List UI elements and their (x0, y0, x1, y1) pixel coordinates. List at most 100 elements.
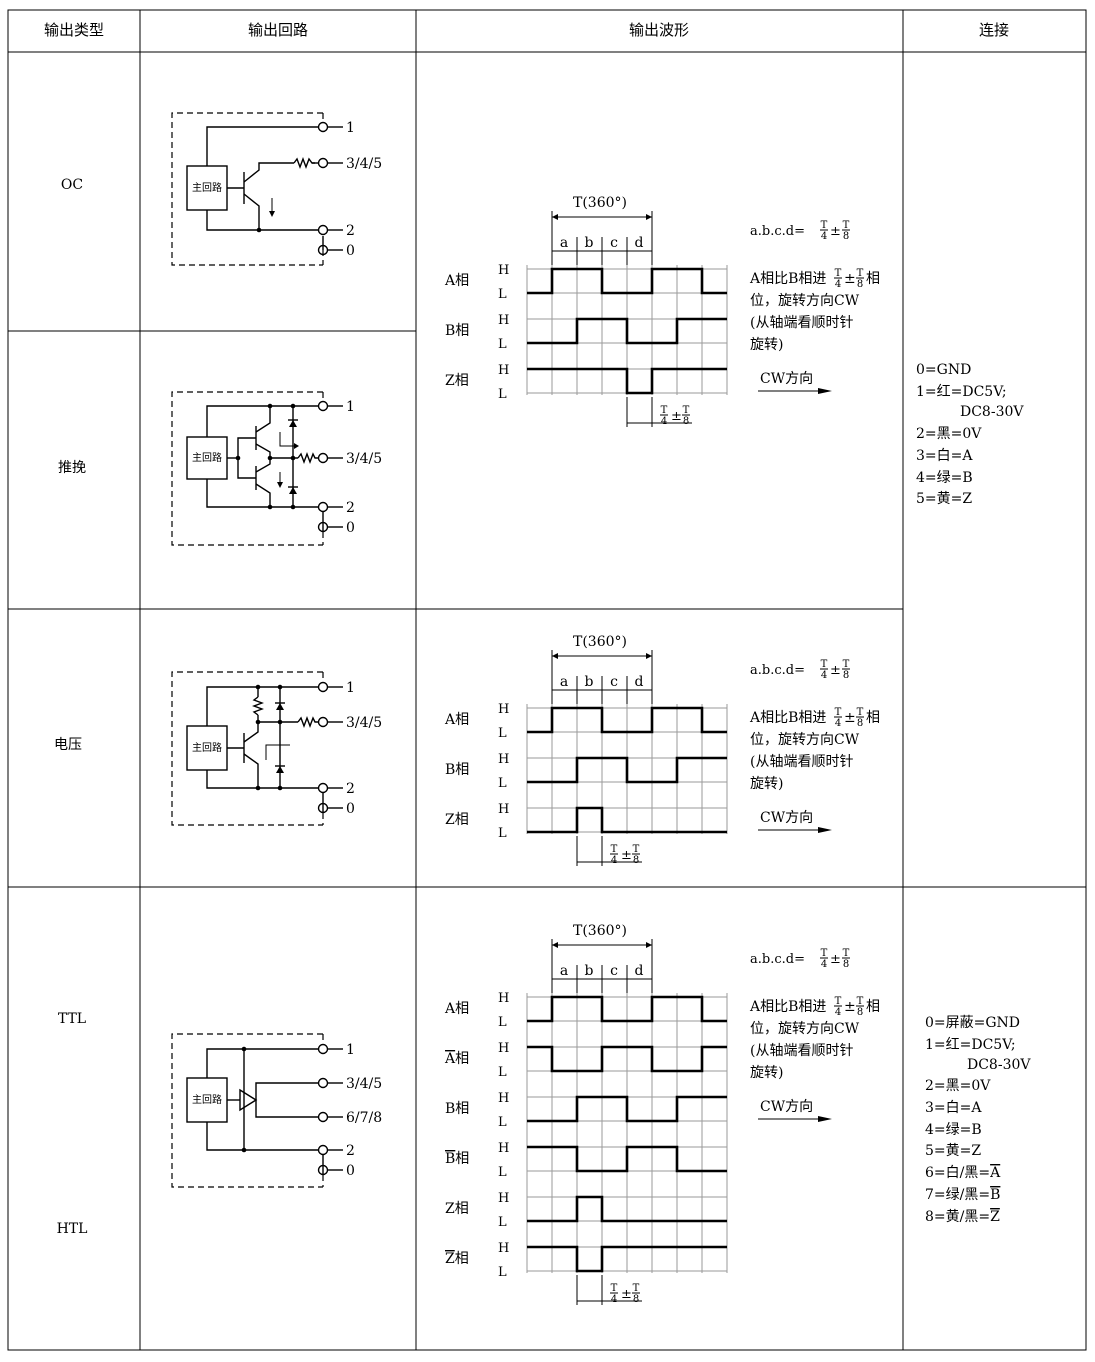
svg-text:T: T (683, 405, 690, 416)
svg-text:2: 2 (346, 500, 355, 516)
period-label: T(360°) (573, 923, 627, 939)
svg-text:T: T (857, 268, 864, 279)
svg-text:3/4/5: 3/4/5 (346, 451, 382, 467)
table-grid (7, 9, 1087, 1351)
period-label: T(360°) (573, 195, 627, 211)
segment-label: c (610, 674, 618, 690)
phase-label: Z相 (445, 1251, 469, 1267)
svg-text:±: ± (830, 663, 841, 678)
level-low: L (498, 337, 507, 352)
conn-line: 5=黄=Z (916, 490, 972, 507)
type-push-pull: 推挽 (58, 460, 86, 476)
fraction-T-8: T8 (856, 707, 864, 729)
phase-label: A相 (444, 273, 469, 289)
svg-text:3/4/5: 3/4/5 (346, 715, 382, 731)
level-high: H (498, 1041, 509, 1056)
svg-text:4: 4 (611, 855, 617, 866)
segment-label: a (560, 963, 568, 979)
svg-text:±: ± (621, 1287, 632, 1302)
conn-bar-letter: A (989, 1165, 1001, 1181)
svg-text:8: 8 (633, 1294, 639, 1305)
type-voltage: 电压 (54, 737, 82, 753)
abcd-formula: a.b.c.d= (750, 663, 805, 678)
fraction-T-4: T4 (820, 948, 828, 970)
desc-line: 旋转) (750, 1065, 783, 1081)
level-low: L (498, 287, 507, 302)
segment-label: c (610, 235, 618, 251)
signal-trace (527, 706, 727, 734)
level-high: H (498, 263, 509, 278)
conn-line: DC8-30V (967, 1057, 1031, 1073)
fraction-T-4: T4 (820, 659, 828, 681)
phase-label: B相 (445, 1151, 469, 1167)
svg-text:4: 4 (661, 416, 667, 427)
level-low: L (498, 1015, 507, 1030)
conn-bar-letter: Z (990, 1209, 1000, 1225)
level-high: H (498, 363, 509, 378)
svg-text:相: 相 (866, 999, 880, 1015)
svg-text:8: 8 (857, 279, 863, 290)
desc-line: (从轴端看顺时针 (750, 315, 853, 331)
fraction-T-8: T8 (632, 1283, 640, 1305)
svg-text:主回路: 主回路 (192, 181, 222, 194)
level-low: L (498, 826, 507, 841)
svg-text:1: 1 (346, 120, 355, 136)
level-low: L (498, 1115, 507, 1130)
segment-label: b (585, 674, 594, 690)
conn-line: 2=黑=0V (925, 1078, 991, 1094)
svg-text:0: 0 (346, 1163, 355, 1179)
svg-text:T: T (821, 948, 828, 959)
fraction-T-4: T4 (834, 996, 842, 1018)
svg-text:4: 4 (835, 279, 841, 290)
fraction-T-4: T4 (610, 844, 618, 866)
conn-line: 3=白=A (916, 448, 973, 464)
svg-text:主回路: 主回路 (192, 451, 222, 464)
level-low: L (498, 1165, 507, 1180)
fraction-T-8: T8 (856, 996, 864, 1018)
svg-text:T: T (661, 405, 668, 416)
fraction-T-4: T4 (610, 1283, 618, 1305)
signal-trace (527, 1195, 727, 1223)
connection-list-1: 0=GND 1=红=DC5V; DC8-30V 2=黑=0V 3=白=A 4=绿… (916, 362, 1024, 507)
level-low: L (498, 726, 507, 741)
conn-line: DC8-30V (960, 404, 1024, 420)
svg-text:4: 4 (821, 959, 827, 970)
fraction-T-4: T4 (834, 707, 842, 729)
segment-label: d (635, 674, 644, 690)
segment-label: d (635, 235, 644, 251)
signal-trace (527, 267, 727, 295)
segment-label: b (585, 963, 594, 979)
circuit-voltage: 主回路 1 3/4/5 2 0 (171, 671, 382, 826)
level-high: H (498, 752, 509, 767)
circuit-push-pull: 主回路 1 3/4/5 2 0 (171, 391, 382, 546)
svg-text:4: 4 (835, 718, 841, 729)
svg-text:8: 8 (843, 670, 849, 681)
level-high: H (498, 313, 509, 328)
svg-text:4: 4 (835, 1007, 841, 1018)
svg-text:±: ± (844, 710, 856, 726)
svg-text:1: 1 (346, 399, 355, 415)
conn-line: 1=红=DC5V; (925, 1037, 1016, 1053)
phase-label: B相 (445, 1101, 469, 1117)
svg-text:0: 0 (346, 243, 355, 259)
svg-text:T: T (821, 659, 828, 670)
signal-trace (527, 995, 727, 1023)
svg-text:T: T (843, 659, 850, 670)
segment-label: c (610, 963, 618, 979)
cw-arrow-icon (818, 388, 832, 394)
svg-text:±: ± (671, 409, 682, 424)
svg-text:T: T (611, 844, 618, 855)
svg-text:3/4/5: 3/4/5 (346, 1076, 382, 1092)
lead-description: A相比B相进 (749, 999, 826, 1015)
segment-label: d (635, 963, 644, 979)
svg-text:8: 8 (857, 718, 863, 729)
circuit-oc: 主回路 1 3/4/5 2 0 (171, 112, 382, 266)
svg-text:T: T (821, 220, 828, 231)
phase-label: Z相 (445, 812, 469, 828)
conn-line: 3=白=A (925, 1100, 982, 1116)
level-high: H (498, 991, 509, 1006)
svg-text:主回路: 主回路 (192, 1093, 222, 1106)
phase-label: A相 (444, 712, 469, 728)
